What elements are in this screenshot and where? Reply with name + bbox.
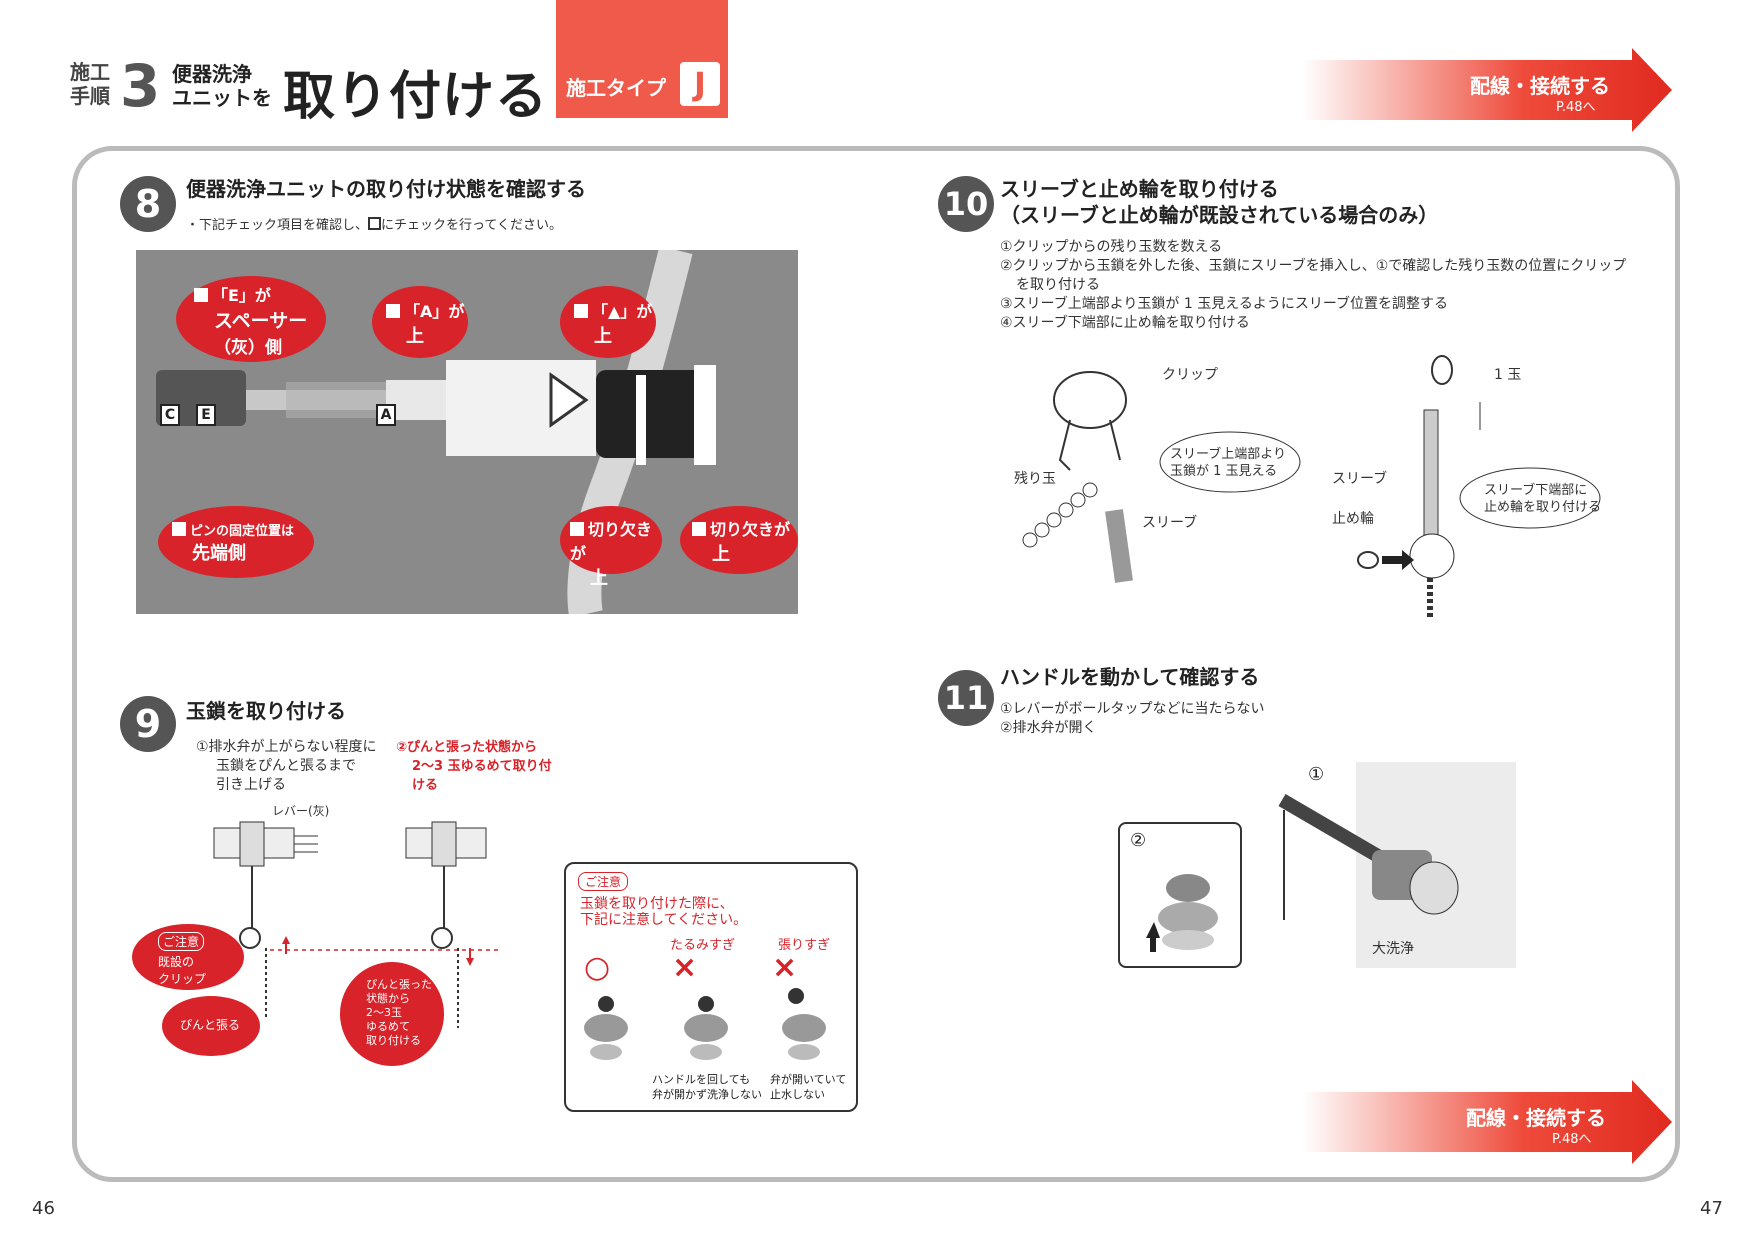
step9-title: 玉鎖を取り付ける [186,699,346,723]
subtitle-line1: 便器洗浄 [172,62,252,86]
drain-valve-icon [1146,874,1218,952]
step10-title: スリーブと止め輪を取り付ける （スリーブと止め輪が既設されている場合のみ） [1000,177,1439,227]
marker-e: E [196,404,216,426]
wiring-link-top[interactable]: 配線・接続する P.48へ [1302,48,1672,132]
checkbox-icon[interactable] [574,304,588,318]
stop-ring-label: 止め輪 [1332,511,1374,527]
checkbox-icon[interactable] [386,304,400,318]
step8-note-post: にチェックを行ってください。 [381,218,562,233]
page-title: 取り付ける [283,67,549,127]
step8-note: ・下記チェック項目を確認し、にチェックを行ってください。 [186,216,562,235]
check-bubble-notch-2: 切り欠きが 上 [680,506,798,574]
sleeve-illustration [1022,355,1601,620]
checkbox-icon[interactable] [194,288,208,302]
too-tight-label: 張りすぎ [778,938,831,953]
arrow-shape-icon [1302,48,1672,132]
remaining-balls-label: 残り玉 [1014,471,1056,487]
callout-top-end: スリーブ上端部より 玉鎖が 1 玉見える [1170,447,1286,479]
type-label: 施工タイプ [566,76,666,100]
caution-box: ご注意 玉鎖を取り付けた際に、 下記に注意してください。 たるみすぎ 張りすぎ … [564,862,858,1112]
caution-box-text: 玉鎖を取り付けた際に、 下記に注意してください。 [580,896,748,928]
step8-title: 便器洗浄ユニットの取り付け状態を確認する [186,177,586,201]
wiring-link-label: 配線・接続する [1470,74,1610,98]
step11-instructions: ①レバーがボールタップなどに当たらない ②排水弁が開く [1000,701,1265,736]
step-subtitle: 便器洗浄 ユニットを [172,62,272,110]
too-loose-label: たるみすぎ [670,938,736,953]
ok-mark-icon: ○ [584,950,611,985]
step-label: 施工 手順 [70,60,110,108]
arrow-shape-icon [1302,1080,1672,1164]
marker-c: C [160,404,180,426]
checkbox-icon [368,217,382,230]
lever-label: レバー(灰) [272,804,330,818]
valve-examples-icon [584,988,826,1060]
checkbox-icon[interactable] [570,522,584,536]
check-bubble-triangle: 「▲」が 上 [560,286,656,358]
caution-tag: ご注意 [158,932,205,951]
too-tight-caption: 弁が開いていて 止水しない [770,1073,847,1101]
sleeve-label-b: スリーブ [1332,471,1388,487]
checkbox-icon[interactable] [172,522,186,536]
ng-mark-icon: × [772,950,798,985]
step8-note-pre: ・下記チェック項目を確認し、 [186,218,369,233]
check-bubble-pin: ピンの固定位置は 先端側 [158,506,314,578]
valve-unit-illustration [156,250,716,614]
step9-instruction-2: ②ぴんと張った状態から 2～3 玉ゆるめて取り付 ける [396,740,552,793]
lever-assembly-illustration [1278,793,1459,920]
existing-clip-bubble: ご注意 既設の クリップ [132,924,244,990]
marker-a: A [376,404,396,426]
clip-label: クリップ [1162,367,1218,383]
marker-2: ② [1130,830,1147,851]
check-bubble-e: 「E」が スペーサー （灰）側 [176,276,326,362]
wiring-link-label: 配線・接続する [1466,1106,1606,1130]
page-number-right: 47 [1700,1198,1723,1219]
ng-mark-icon: × [672,950,698,985]
step9-instruction-1: ①排水弁が上がらない程度に 玉鎖をぴんと張るまで 引き上げる [196,739,377,793]
step11-number: 11 [938,670,994,726]
step-label-line2: 手順 [70,84,110,108]
subtitle-line2: ユニットを [172,86,272,110]
callout-bottom-end: スリーブ下端部に 止め輪を取り付ける [1484,483,1602,515]
wiring-link-page: P.48へ [1552,1132,1592,1147]
sleeve-label-a: スリーブ [1142,515,1198,531]
construction-type-badge: 施工タイプ J [556,0,728,118]
step9-number: 9 [120,696,176,752]
too-loose-caption: ハンドルを回しても 弁が開かず洗浄しない [652,1073,762,1101]
step8-number: 8 [120,176,176,232]
step10-instructions: ①クリップからの残り玉数を数える ②クリップから玉鎖を外した後、玉鎖にスリーブを… [1000,239,1627,331]
inset-box: ② [1118,822,1242,968]
step11-title: ハンドルを動かして確認する [1000,665,1260,689]
wiring-link-page: P.48へ [1556,100,1596,115]
large-flush-label: 大洗浄 [1372,941,1414,957]
step-number: 3 [120,52,161,120]
pull-taut-bubble: ぴんと張る [162,996,260,1056]
check-bubble-notch-1: 切り欠きが 上 [560,506,662,589]
caution-box-tag: ご注意 [578,872,629,891]
marker-1: ① [1308,764,1325,785]
loosen-bubble: ぴんと張った 状態から 2～3玉 ゆるめて 取り付ける [340,962,444,1066]
step8-photo: C E A 「E」が スペーサー （灰）側 「A」が 上 「▲」が 上 ピンの固… [136,250,798,614]
check-bubble-a: 「A」が 上 [372,286,468,358]
checkbox-icon[interactable] [692,522,706,536]
type-letter: J [680,62,720,106]
step10-number: 10 [938,176,994,232]
one-ball-label: 1 玉 [1494,367,1522,383]
page-number-left: 46 [32,1198,55,1219]
step-label-line1: 施工 [70,60,110,84]
wiring-link-bottom[interactable]: 配線・接続する P.48へ [1302,1080,1672,1164]
chain-illustration [213,821,500,1028]
